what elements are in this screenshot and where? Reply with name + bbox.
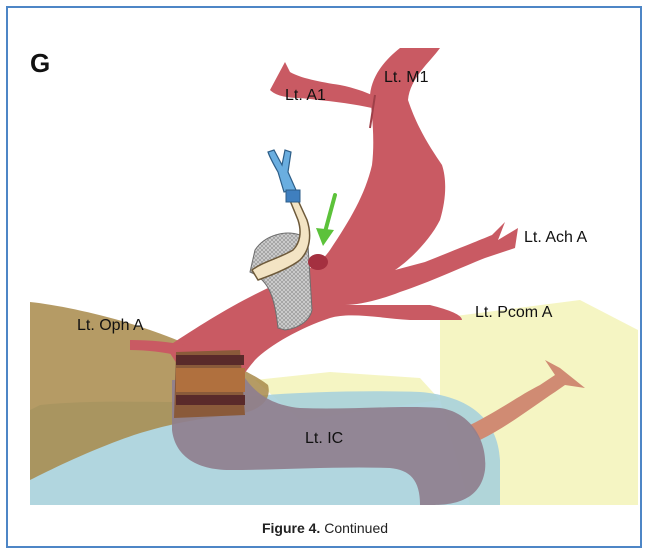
clip-blade	[268, 150, 296, 192]
band-dark-1	[176, 355, 244, 365]
label-oph: Lt. Oph A	[77, 317, 144, 334]
label-m1: Lt. M1	[384, 69, 429, 86]
panel-label: G	[30, 48, 50, 79]
caption-text: Continued	[324, 520, 388, 536]
figure-caption: Figure 4. Continued	[0, 520, 650, 536]
label-ic: Lt. IC	[305, 430, 343, 447]
aneurysm-dome	[308, 254, 328, 270]
caption-figure-label: Figure 4.	[262, 520, 320, 536]
label-ach: Lt. Ach A	[524, 229, 587, 246]
band-light	[176, 368, 245, 392]
green-arrow-shaft	[325, 195, 335, 232]
green-arrow-head	[316, 228, 334, 246]
label-a1: Lt. A1	[285, 87, 326, 104]
label-pcom: Lt. Pcom A	[475, 304, 553, 321]
clip-applier-tip	[286, 190, 300, 202]
band-dark-2	[176, 395, 245, 405]
